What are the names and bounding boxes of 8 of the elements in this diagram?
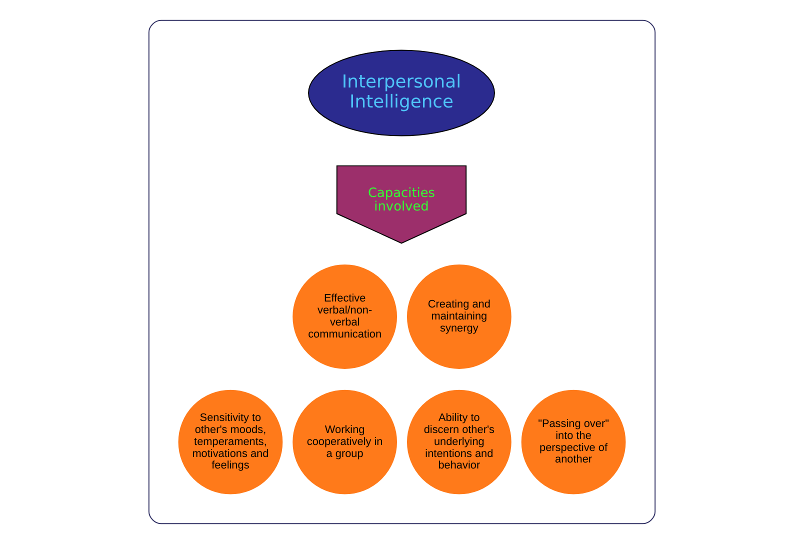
node-circle: Effective verbal/non-verbal communication xyxy=(292,264,397,369)
node-circle: "Passing over" into the perspective of another xyxy=(520,390,626,494)
node-circle: Ability to discern other's underlying intentions and behavior xyxy=(406,390,511,494)
node-circle: Creating and maintaining synergy xyxy=(406,264,511,369)
node-circle: Working cooperatively in a group xyxy=(292,390,397,494)
node-circle: Sensitivity to other's moods, temperaments, motivations and feelings xyxy=(178,390,282,494)
node-ellipse: Interpersonal Intelligence xyxy=(308,50,494,136)
cluster xyxy=(148,20,656,524)
